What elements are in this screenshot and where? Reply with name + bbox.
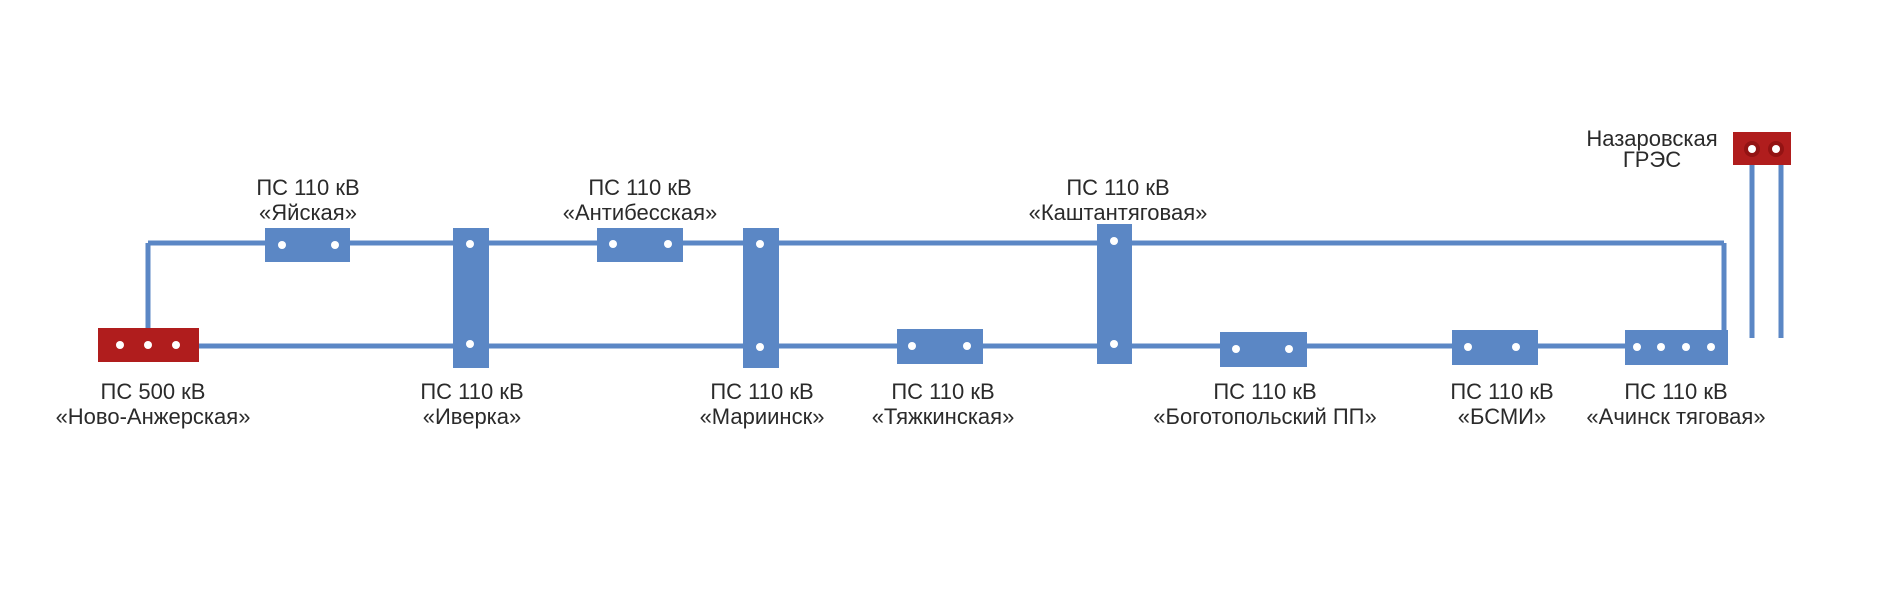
terminal-dot <box>144 341 152 349</box>
terminal-dot <box>172 341 180 349</box>
terminal-dot <box>278 241 286 249</box>
label-bsmi: ПС 110 кВ «БСМИ» <box>1450 379 1553 429</box>
terminal-dot <box>1682 343 1690 351</box>
label-nazarovskaya-gres: Назаровская ГРЭС <box>1578 126 1726 172</box>
terminal-dot <box>664 240 672 248</box>
terminal-dot <box>609 240 617 248</box>
label-voltage: ПС 110 кВ <box>1213 379 1317 404</box>
label-voltage: ПС 110 кВ <box>891 379 995 404</box>
label-name: «Ново-Анжерская» <box>55 404 251 429</box>
node-nazarovskaya-gres <box>1733 132 1791 165</box>
terminal-dot <box>1512 343 1520 351</box>
label-voltage: ПС 110 кВ <box>256 175 360 200</box>
label-name: «Мариинск» <box>699 404 825 429</box>
node-achinsk <box>1625 330 1728 365</box>
label-plant-line1: Назаровская <box>1586 126 1718 151</box>
terminal-dot <box>1464 343 1472 351</box>
node-kashtantyagovaya <box>1097 224 1132 364</box>
label-yayskaya: ПС 110 кВ «Яйская» <box>256 175 359 225</box>
terminal-dot <box>1707 343 1715 351</box>
node-mariinsk <box>743 228 779 368</box>
label-voltage: ПС 500 кВ <box>100 379 206 404</box>
node-iverka <box>453 228 489 368</box>
label-name: «Боготопольский ПП» <box>1153 404 1377 429</box>
label-name: «БСМИ» <box>1457 404 1547 429</box>
label-name: «Ачинск тяговая» <box>1586 404 1766 429</box>
label-iverka: ПС 110 кВ «Иверка» <box>420 379 523 429</box>
terminal-dot <box>1633 343 1641 351</box>
terminal-dot <box>908 342 916 350</box>
label-name: «Иверка» <box>422 404 522 429</box>
label-name: «Каштантяговая» <box>1028 200 1208 225</box>
terminal-dot <box>1285 345 1293 353</box>
node-bogotopolsky <box>1220 332 1307 367</box>
label-name: «Антибесская» <box>562 200 718 225</box>
node-antibesskaya <box>597 228 683 262</box>
label-voltage: ПС 110 кВ <box>588 175 692 200</box>
label-mariinsk: ПС 110 кВ «Мариинск» <box>700 379 825 429</box>
label-kashtantyagovaya: ПС 110 кВ «Каштантяговая» <box>1029 175 1208 225</box>
label-plant-line2: ГРЭС <box>1622 147 1682 172</box>
label-antibesskaya: ПС 110 кВ «Антибесская» <box>563 175 718 225</box>
label-voltage: ПС 110 кВ <box>710 379 814 404</box>
label-voltage: ПС 110 кВ <box>1450 379 1554 404</box>
terminal-dot <box>1110 237 1118 245</box>
transmission-lines <box>145 162 1784 349</box>
terminal-dot <box>756 240 764 248</box>
terminal-dot <box>1110 340 1118 348</box>
terminal-dot <box>331 241 339 249</box>
node-tyazhkinskaya <box>897 329 983 364</box>
label-name: «Тяжкинская» <box>871 404 1015 429</box>
terminal-dot <box>756 343 764 351</box>
label-voltage: ПС 110 кВ <box>420 379 524 404</box>
label-tyazhkinskaya: ПС 110 кВ «Тяжкинская» <box>872 379 1015 429</box>
label-voltage: ПС 110 кВ <box>1624 379 1728 404</box>
label-achinsk: ПС 110 кВ «Ачинск тяговая» <box>1586 379 1765 429</box>
terminal-dot <box>1772 145 1780 153</box>
label-voltage: ПС 110 кВ <box>1066 175 1170 200</box>
terminal-dot <box>116 341 124 349</box>
label-novo-anzherskaya: ПС 500 кВ «Ново-Анжерская» <box>56 379 251 429</box>
terminal-dot <box>1657 343 1665 351</box>
label-bogotopolsky: ПС 110 кВ «Боготопольский ПП» <box>1153 379 1376 429</box>
node-bsmi <box>1452 330 1538 365</box>
terminal-dot <box>466 240 474 248</box>
terminal-dot <box>963 342 971 350</box>
terminal-dot <box>1232 345 1240 353</box>
node-novo-anzherskaya <box>98 328 199 362</box>
label-name: «Яйская» <box>259 200 357 225</box>
node-yayskaya <box>265 228 350 262</box>
substation-nodes <box>98 132 1791 368</box>
terminal-dot <box>1748 145 1756 153</box>
terminal-dot <box>466 340 474 348</box>
